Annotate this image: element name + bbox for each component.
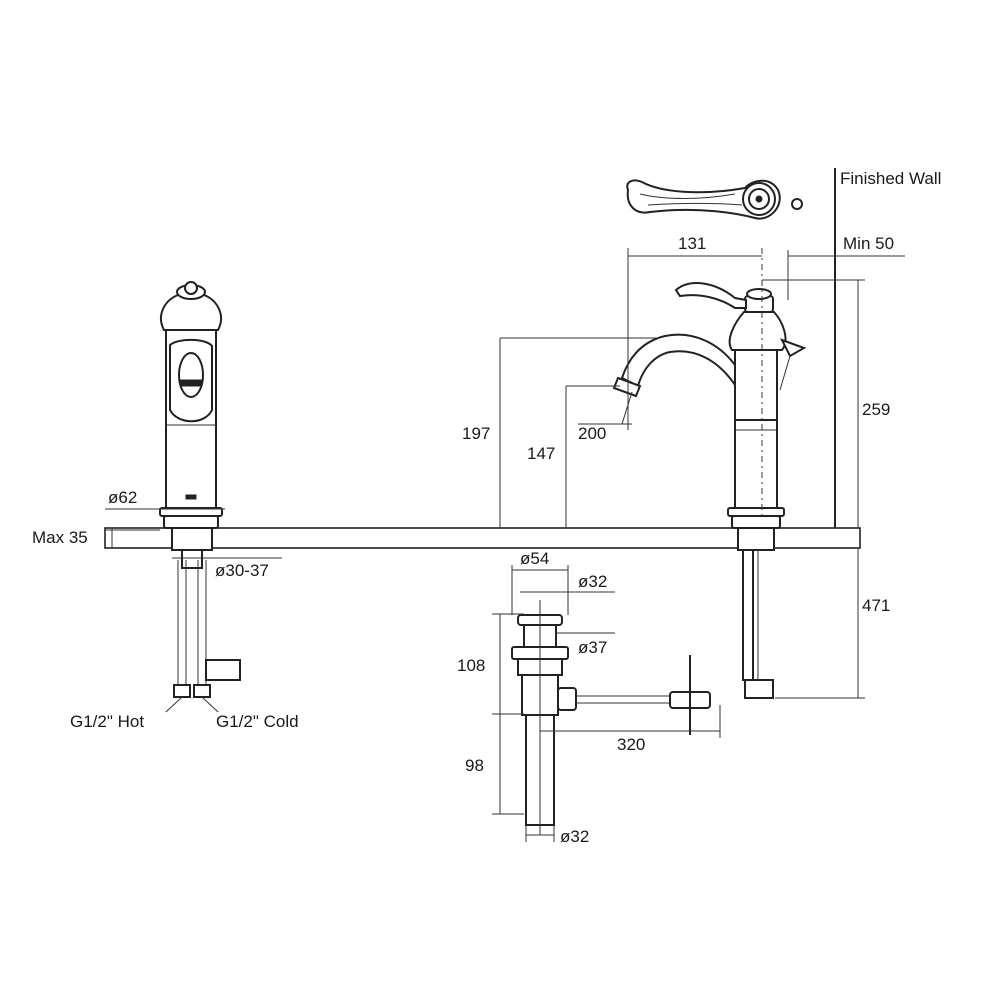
- dimension-lines: [105, 248, 905, 842]
- hot-inlet-label: G1/2" Hot: [70, 712, 144, 731]
- pop-up-waste: [511, 600, 711, 835]
- dimension-37: ø37: [578, 638, 607, 657]
- dimension-471: 471: [862, 596, 890, 615]
- dimension-30-37: ø30-37: [215, 561, 269, 580]
- countertop-slab: [104, 527, 861, 549]
- cold-inlet-label: G1/2" Cold: [216, 712, 299, 731]
- dimension-200: 200: [578, 424, 606, 443]
- dimension-108: 108: [457, 656, 485, 675]
- dimension-259: 259: [862, 400, 890, 419]
- dimension-131: 131: [678, 234, 706, 253]
- dimension-147: 147: [527, 444, 555, 463]
- dimension-max-35: Max 35: [32, 528, 88, 547]
- dimension-32-bottom: ø32: [560, 827, 589, 846]
- dimension-320: 320: [617, 735, 645, 754]
- finished-wall-label: Finished Wall: [840, 169, 941, 188]
- faucet-front-view: [159, 281, 241, 698]
- dimension-98: 98: [465, 756, 484, 775]
- faucet-side-view: [612, 282, 807, 699]
- dimension-62: ø62: [108, 488, 137, 507]
- dimension-32-top: ø32: [578, 572, 607, 591]
- dimension-197: 197: [462, 424, 490, 443]
- handle-plan-view: [626, 179, 803, 220]
- dimension-54: ø54: [520, 549, 549, 568]
- dimension-min-50: Min 50: [843, 234, 894, 253]
